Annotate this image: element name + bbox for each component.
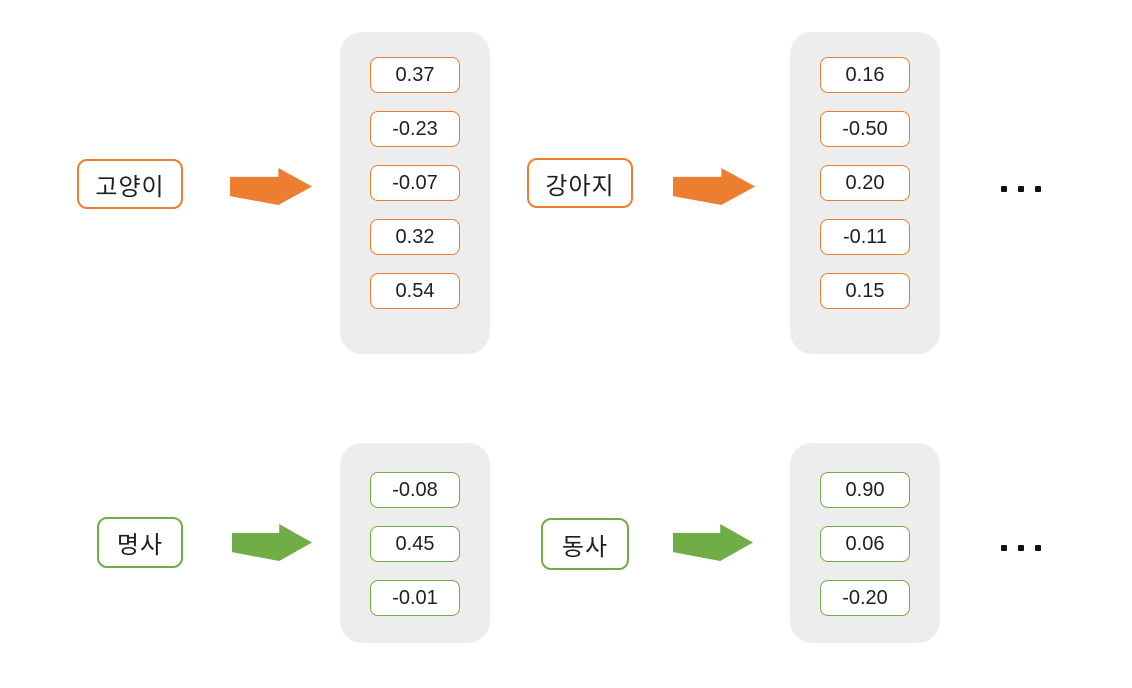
arrow-right-icon: [232, 524, 312, 561]
vector-value: 0.06: [820, 526, 910, 562]
vector-value: -0.20: [820, 580, 910, 616]
embedding-panel-noun: -0.08 0.45 -0.01: [340, 443, 490, 643]
vector-value: -0.23: [370, 111, 460, 147]
ellipsis-icon: [1001, 545, 1041, 551]
vector-value: -0.11: [820, 219, 910, 255]
embedding-panel-verb: 0.90 0.06 -0.20: [790, 443, 940, 643]
vector-value: 0.45: [370, 526, 460, 562]
word-box-noun: 명사: [97, 517, 183, 568]
ellipsis-dot: [1035, 545, 1041, 551]
ellipsis-icon: [1001, 186, 1041, 192]
vector-value: 0.54: [370, 273, 460, 309]
word-box-verb: 동사: [541, 518, 629, 570]
vector-value: 0.32: [370, 219, 460, 255]
vector-value: -0.50: [820, 111, 910, 147]
arrow-right-icon: [673, 168, 755, 205]
embedding-panel-cat: 0.37 -0.23 -0.07 0.32 0.54: [340, 32, 490, 354]
word-box-puppy: 강아지: [527, 158, 633, 208]
ellipsis-dot: [1018, 545, 1024, 551]
vector-value: 0.16: [820, 57, 910, 93]
arrow-right-icon: [673, 524, 753, 561]
vector-value: -0.07: [370, 165, 460, 201]
vector-value: 0.37: [370, 57, 460, 93]
ellipsis-dot: [1001, 545, 1007, 551]
vector-value: 0.20: [820, 165, 910, 201]
ellipsis-dot: [1035, 186, 1041, 192]
embedding-panel-puppy: 0.16 -0.50 0.20 -0.11 0.15: [790, 32, 940, 354]
vector-value: -0.08: [370, 472, 460, 508]
word-box-cat: 고양이: [77, 159, 183, 209]
arrow-right-icon: [230, 168, 312, 205]
ellipsis-dot: [1001, 186, 1007, 192]
vector-value: 0.90: [820, 472, 910, 508]
vector-value: -0.01: [370, 580, 460, 616]
vector-value: 0.15: [820, 273, 910, 309]
ellipsis-dot: [1018, 186, 1024, 192]
